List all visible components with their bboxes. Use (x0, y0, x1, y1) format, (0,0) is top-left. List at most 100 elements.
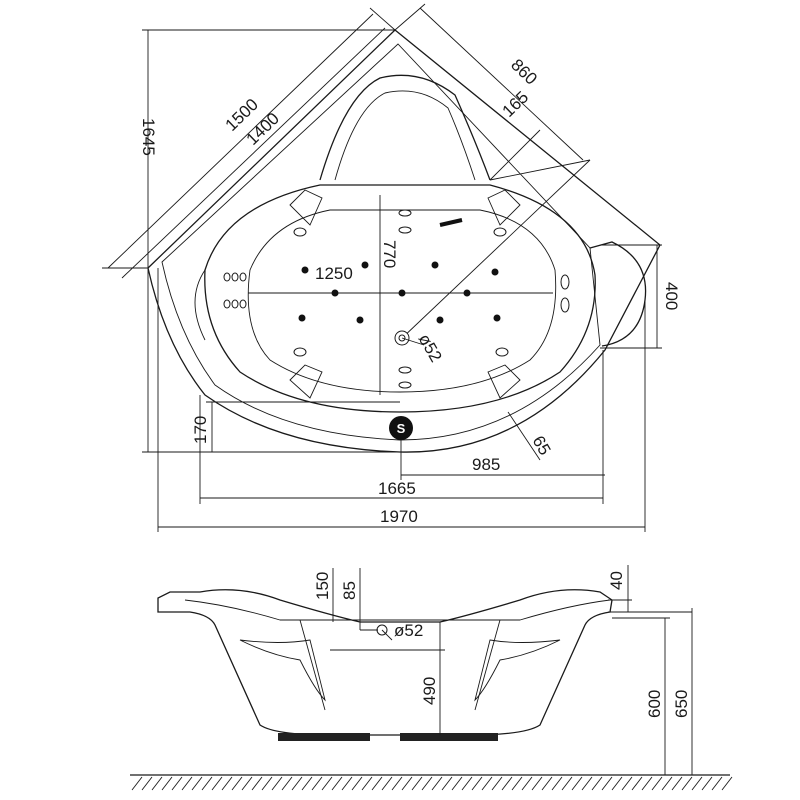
air-hole (560, 297, 570, 313)
hatch-mark (591, 776, 603, 791)
side-view: 150 85 ø52 40 490 600 650 (130, 565, 733, 791)
side-swoosh-right (474, 639, 561, 702)
hatch-mark (221, 776, 233, 791)
basin-outer (204, 184, 596, 413)
jet (301, 266, 309, 274)
hatch-mark (131, 776, 143, 791)
jet (361, 261, 369, 269)
hatch-mark (161, 776, 173, 791)
hatch-mark (351, 776, 363, 791)
dim-52-label: ø52 (415, 331, 446, 366)
hatch-mark (471, 776, 483, 791)
jet (331, 289, 339, 297)
hatch-mark (671, 776, 683, 791)
dim-985-label: 985 (472, 455, 500, 474)
hatch-mark (391, 776, 403, 791)
hatch-mark (711, 776, 723, 791)
hatch-mark (611, 776, 623, 791)
hatch-mark (171, 776, 183, 791)
hatch-mark (371, 776, 383, 791)
dim-490-label: 490 (420, 677, 439, 705)
dim-600-label: 600 (645, 690, 664, 718)
hatch-mark (461, 776, 473, 791)
jet (436, 316, 444, 324)
air-hole (239, 272, 247, 282)
hatch-mark (581, 776, 593, 791)
tub-outer-rim (147, 29, 661, 453)
dim-65-label: 65 (529, 433, 555, 459)
hatch-mark (281, 776, 293, 791)
armrest-top-right (487, 189, 521, 226)
hatch-mark (211, 776, 223, 791)
hatch-mark (631, 776, 643, 791)
hatch-mark (251, 776, 263, 791)
headrest (319, 74, 491, 181)
leader-52-side (381, 629, 393, 641)
right-step (589, 241, 647, 347)
ext-line (489, 159, 591, 181)
hatch-mark (501, 776, 513, 791)
side-panel-left (299, 619, 326, 711)
tub-side-profile (157, 589, 613, 736)
hatch-mark (321, 776, 333, 791)
drain-symbol-label: S (397, 421, 406, 436)
armrest-bottom-right (487, 364, 521, 399)
hatch-mark (301, 776, 313, 791)
dim-40-label: 40 (607, 571, 626, 590)
armrest-top-left (289, 189, 323, 226)
dim-170-label: 170 (191, 416, 210, 444)
hatch-mark (531, 776, 543, 791)
hatch-mark (381, 776, 393, 791)
dim-65-line (507, 411, 541, 461)
air-hole (293, 227, 307, 237)
hatch-mark (621, 776, 633, 791)
air-hole (398, 366, 412, 374)
hatch-mark (201, 776, 213, 791)
diagonal-line (399, 159, 591, 341)
jet (356, 316, 364, 324)
jet (491, 268, 499, 276)
basin-inner (247, 209, 557, 393)
jet (463, 289, 471, 297)
hatch-mark (491, 776, 503, 791)
jet (493, 314, 501, 322)
hatch-mark (661, 776, 673, 791)
hatch-mark (141, 776, 153, 791)
hatch-mark (291, 776, 303, 791)
hatch-mark (511, 776, 523, 791)
armrest-bottom-left (289, 364, 323, 399)
top-view: S 1500 (102, 3, 681, 532)
hatch-mark (191, 776, 203, 791)
dim-400-label: 400 (662, 282, 681, 310)
hatch-mark (421, 776, 433, 791)
hatch-mark (681, 776, 693, 791)
jet (431, 261, 439, 269)
air-hole (239, 299, 247, 309)
jet (398, 289, 406, 297)
hatch-mark (571, 776, 583, 791)
hatch-mark (241, 776, 253, 791)
dim-150-label: 150 (313, 572, 332, 600)
floor-hatch (131, 776, 733, 791)
hatch-mark (431, 776, 443, 791)
control-bar (439, 218, 463, 227)
air-hole (493, 227, 507, 237)
hatch-mark (541, 776, 553, 791)
hatch-mark (651, 776, 663, 791)
hatch-mark (701, 776, 713, 791)
air-hole (560, 274, 570, 290)
hatch-mark (341, 776, 353, 791)
air-hole (293, 347, 307, 357)
hatch-mark (441, 776, 453, 791)
foot-right (400, 733, 498, 741)
air-holes (223, 209, 570, 389)
left-panel (194, 269, 206, 341)
hatch-mark (151, 776, 163, 791)
hatch-mark (691, 776, 703, 791)
hatch-mark (401, 776, 413, 791)
tub-rim-line (184, 599, 611, 621)
hatch-mark (311, 776, 323, 791)
dim-1665-label: 1665 (378, 479, 416, 498)
air-hole (223, 272, 231, 282)
